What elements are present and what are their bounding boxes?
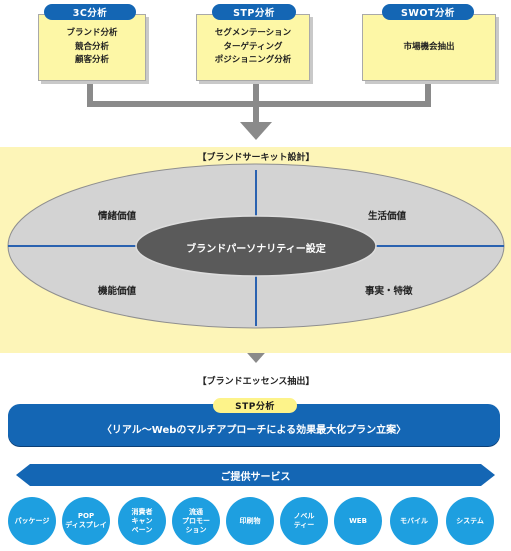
essence-text: 〈リアル〜Webのマルチアプローチによる効果最大化プラン立案〉	[101, 424, 407, 436]
analysis-line: ターゲティング	[223, 41, 283, 52]
service-label: プロモー	[182, 516, 210, 525]
essence-stp-tag: STP分析	[213, 398, 297, 413]
brand-circuit-heading: 【ブランドサーキット設計】	[197, 153, 315, 163]
service-label: モバイル	[400, 516, 428, 525]
service-consumer-campaign: 消費者 キャン ペーン	[118, 497, 166, 545]
service-pop-display: POP ディスプレイ	[62, 497, 110, 545]
center-ellipse	[135, 215, 377, 277]
service-label: ション	[185, 525, 207, 534]
quadrant-top-left: 情緒価値	[98, 211, 137, 222]
service-label: ティー	[293, 521, 315, 529]
service-label: パッケージ	[14, 516, 50, 525]
analysis-line: セグメンテーション	[214, 28, 292, 39]
service-label: POP	[77, 512, 95, 520]
service-label: 印刷物	[239, 516, 261, 525]
service-label: ペーン	[131, 525, 153, 534]
tag-3c: 3C分析	[44, 4, 136, 20]
analysis-line: 顧客分析	[74, 55, 109, 66]
service-label: ディスプレイ	[65, 521, 107, 529]
analysis-line: ポジショニング分析	[214, 55, 292, 66]
brand-essence-heading: 【ブランドエッセンス抽出】	[197, 377, 315, 387]
analysis-line: 市場機会抽出	[403, 41, 455, 52]
service-system: システム	[446, 497, 494, 545]
service-mobile: モバイル	[390, 497, 438, 545]
service-label: 流通	[189, 507, 203, 516]
quadrant-bottom-left: 機能価値	[98, 286, 137, 297]
service-novelty: ノベル ティー	[280, 497, 328, 545]
tag-stp: STP分析	[212, 4, 296, 20]
tag-swot: SWOT分析	[382, 4, 474, 20]
service-label: システム	[456, 516, 484, 525]
analysis-box-swot: 市場機会抽出	[362, 14, 496, 81]
service-label: キャン	[131, 516, 153, 525]
analysis-line: ブランド分析	[66, 28, 118, 39]
analysis-box-3c: ブランド分析 競合分析 顧客分析	[38, 14, 146, 81]
quadrant-top-right: 生活価値	[368, 211, 407, 222]
analysis-line: 競合分析	[74, 41, 109, 52]
service-label: WEB	[349, 516, 367, 525]
service-label: ノベル	[293, 512, 315, 520]
service-package: パッケージ	[8, 497, 56, 545]
service-label: 消費者	[131, 507, 153, 516]
arrow-down-icon	[240, 122, 272, 140]
service-retail-promotion: 流通 プロモー ション	[172, 497, 220, 545]
quadrant-bottom-right: 事実・特徴	[365, 286, 413, 297]
services-heading: ご提供サービス	[220, 471, 291, 483]
service-web: WEB	[334, 497, 382, 545]
center-label: ブランドパーソナリティー設定	[186, 244, 326, 255]
service-printed-matter: 印刷物	[226, 497, 274, 545]
